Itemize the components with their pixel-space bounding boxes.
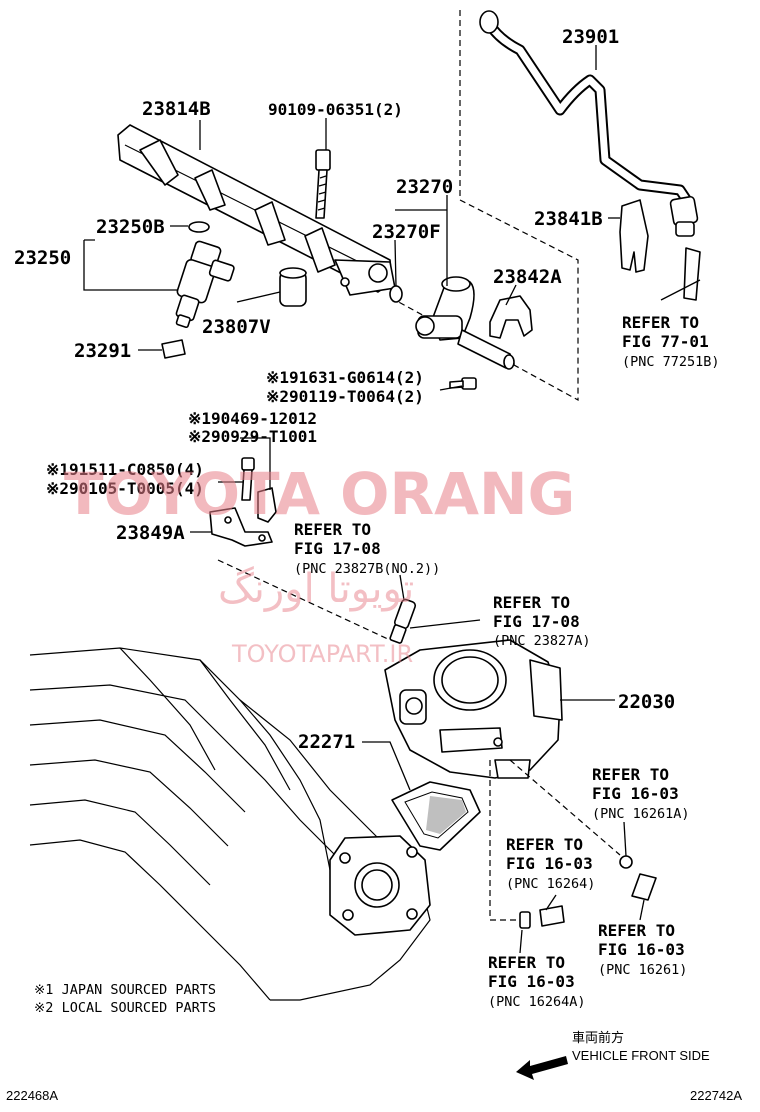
intake-manifold-illustration: [29, 647, 431, 1001]
label-23250B: 23250B: [96, 216, 165, 238]
label-23842A: 23842A: [493, 266, 562, 288]
label-23270: 23270: [396, 176, 453, 198]
dashed-group-frame: [394, 10, 579, 402]
label-23901: 23901: [562, 26, 619, 48]
label-22030: 22030: [618, 691, 675, 713]
ref-17-08a-line1: REFER TO: [294, 520, 371, 539]
ref-17-08b-line2: FIG 17-08: [493, 612, 580, 631]
fuel-tube-23901: [479, 10, 701, 301]
direction-en: VEHICLE FRONT SIDE: [572, 1048, 710, 1063]
front-arrow-icon: [516, 1056, 568, 1080]
label-90119: ※290119-T0064(2): [266, 387, 424, 406]
spacer-23807V: [279, 267, 307, 307]
watermark-line3: TOYOTAPART.IR: [231, 640, 413, 668]
throttle-body-22030: [384, 639, 563, 779]
ref-16-03b-pnc: (PNC 16264): [506, 876, 595, 892]
fuel-rail-23814B: [117, 124, 396, 296]
ref-16-03d-line2: FIG 16-03: [488, 972, 575, 991]
label-90929: ※290929-T1001: [188, 427, 317, 446]
ref-16-03a-pnc: (PNC 16261A): [592, 806, 690, 822]
pressure-regulator-23270: [415, 276, 515, 370]
reference-labels: REFER TO FIG 77-01 (PNC 77251B) REFER TO…: [294, 313, 720, 1010]
hose-connectors-16-03: [519, 855, 657, 929]
ref-16-03d-pnc: (PNC 16264A): [488, 994, 586, 1010]
ref-17-08a-line2: FIG 17-08: [294, 539, 381, 558]
label-90105: ※290105-T0005(4): [46, 479, 204, 498]
ref-77-01-line1: REFER TO: [622, 313, 699, 332]
watermark: TOYOTA ORANG تویوتا اورنگ TOYOTAPART.IR: [64, 460, 575, 668]
ref-16-03a-line1: REFER TO: [592, 765, 669, 784]
clip-23841B: [619, 199, 649, 273]
figure-code-right: 222742A: [690, 1088, 742, 1103]
label-91511: ※191511-C0850(4): [46, 460, 204, 479]
ref-16-03b-line1: REFER TO: [506, 835, 583, 854]
leader-lines: [83, 45, 701, 954]
label-23270F: 23270F: [372, 221, 441, 243]
ref-17-08a-pnc: (PNC 23827B(NO.2)): [294, 561, 440, 577]
insulator-23291: [161, 339, 186, 359]
ref-17-08b-line1: REFER TO: [493, 593, 570, 612]
label-23841B: 23841B: [534, 208, 603, 230]
figure-code-left: 222468A: [6, 1088, 58, 1103]
ref-17-08b-pnc: (PNC 23827A): [493, 633, 591, 649]
label-91631: ※191631-G0614(2): [266, 368, 424, 387]
ref-16-03c-line1: REFER TO: [598, 921, 675, 940]
watermark-line1: TOYOTA ORANG: [64, 460, 575, 528]
bolt-90469: [241, 457, 255, 501]
label-23814B: 23814B: [142, 98, 211, 120]
part-labels: 23901 23814B 90109-06351(2) 23270 23250B…: [14, 26, 675, 753]
label-23849A: 23849A: [116, 522, 185, 544]
note-japan-sourced: ※1 JAPAN SOURCED PARTS: [34, 982, 216, 998]
gasket-22271: [391, 781, 481, 851]
ref-16-03d-line1: REFER TO: [488, 953, 565, 972]
label-23250: 23250: [14, 247, 71, 269]
o-ring-23250B: [188, 221, 210, 233]
ref-16-03b-line2: FIG 16-03: [506, 854, 593, 873]
note-local-sourced: ※2 LOCAL SOURCED PARTS: [34, 1000, 216, 1016]
bolt-90109: [315, 149, 331, 219]
footnotes: ※1 JAPAN SOURCED PARTS ※2 LOCAL SOURCED …: [34, 982, 216, 1016]
label-90109: 90109-06351(2): [268, 100, 403, 119]
label-22271: 22271: [298, 731, 355, 753]
ref-16-03c-pnc: (PNC 16261): [598, 962, 687, 978]
injector-23250: [175, 240, 235, 329]
ref-16-03c-line2: FIG 16-03: [598, 940, 685, 959]
retainer-23842A: [489, 295, 533, 339]
watermark-line2: تویوتا اورنگ: [218, 566, 414, 612]
label-90469: ※190469-12012: [188, 409, 317, 428]
direction-jp: 車両前方: [572, 1030, 624, 1045]
vehicle-front-indicator: 車両前方 VEHICLE FRONT SIDE: [516, 1030, 710, 1080]
ref-77-01-line2: FIG 77-01: [622, 332, 709, 351]
ref-16-03a-line2: FIG 16-03: [592, 784, 679, 803]
hose-fitting-23827A: [389, 598, 417, 644]
label-23807V: 23807V: [202, 316, 271, 338]
o-ring-23270F: [389, 285, 403, 303]
ref-77-01-pnc: (PNC 77251B): [622, 354, 720, 370]
label-23291: 23291: [74, 340, 131, 362]
